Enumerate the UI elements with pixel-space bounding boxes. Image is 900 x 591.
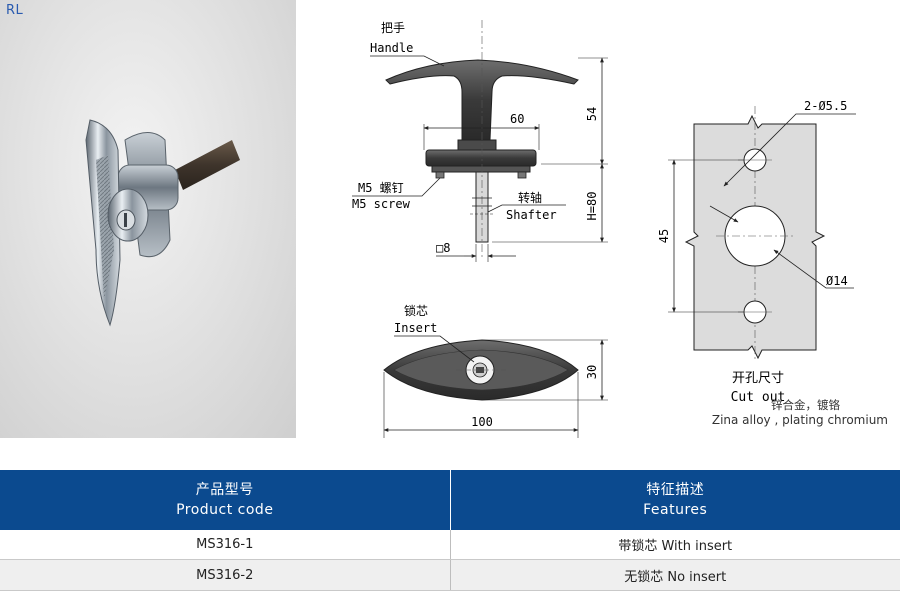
front-view: 锁芯 Insert 30 100: [383, 303, 608, 438]
product-spec-table: 产品型号 Product code 特征描述 Features MS316-1 …: [0, 470, 900, 591]
cell-feature: 无锁芯 No insert: [450, 559, 900, 591]
dim-60: 60: [510, 112, 524, 126]
handle-label-en: Handle: [370, 41, 413, 55]
cutout-label-en: Cut out: [731, 390, 786, 405]
dim-100: 100: [471, 415, 493, 429]
dim-54: 54: [585, 107, 599, 121]
screw-label-cn: M5 螺钉: [358, 181, 404, 195]
hole-small-label: 2-Ø5.5: [804, 99, 847, 113]
header-product-code-en: Product code: [176, 502, 274, 518]
dim-30: 30: [585, 365, 599, 379]
shaft-label-en: Shafter: [506, 208, 557, 222]
screw-label-en: M5 screw: [352, 197, 411, 211]
drawing-canvas: 把手 Handle 60 54 H=80 M5 螺钉 M5 screw 转轴 S…: [352, 20, 856, 438]
material-caption-en: Zina alloy , plating chromium: [711, 413, 888, 427]
header-features-en: Features: [643, 502, 708, 518]
header-features-cn: 特征描述: [646, 482, 705, 498]
handle-label-cn: 把手: [381, 21, 405, 35]
t-handle-lock-photo: [85, 119, 240, 327]
header-product-code-cn: 产品型号: [195, 482, 254, 498]
shaft-label-cn: 转轴: [518, 190, 542, 205]
dim-45: 45: [657, 229, 671, 243]
insert-label-cn: 锁芯: [404, 303, 428, 318]
table-row: MS316-1 带锁芯 With insert: [0, 530, 900, 561]
table-row: MS316-2 无锁芯 No insert: [0, 559, 900, 591]
cell-product-code: MS316-2: [0, 559, 451, 591]
cell-product-code: MS316-1: [0, 530, 451, 561]
product-photo-panel: [0, 0, 296, 438]
table-header-row: 产品型号 Product code 特征描述 Features: [0, 470, 900, 530]
corner-label: RL: [6, 3, 24, 18]
header-product-code: 产品型号 Product code: [0, 470, 451, 530]
technical-drawing: 把手 Handle 60 54 H=80 M5 螺钉 M5 screw 转轴 S…: [296, 0, 900, 462]
material-caption-cn: 锌合金，镀铬: [771, 398, 840, 412]
cutout-label-cn: 开孔尺寸: [732, 371, 784, 386]
dim-h80: H=80: [585, 192, 599, 221]
hole-large-label: Ø14: [826, 274, 848, 288]
side-view: 把手 Handle 60 54 H=80 M5 螺钉 M5 screw 转轴 S…: [352, 20, 608, 262]
dim-square8: □8: [436, 241, 450, 255]
cell-feature: 带锁芯 With insert: [450, 530, 900, 561]
cutout-view: 2-Ø5.5 Ø14 45 开孔尺寸 Cut out: [657, 99, 856, 405]
header-features: 特征描述 Features: [450, 470, 900, 530]
insert-label-en: Insert: [394, 321, 437, 335]
